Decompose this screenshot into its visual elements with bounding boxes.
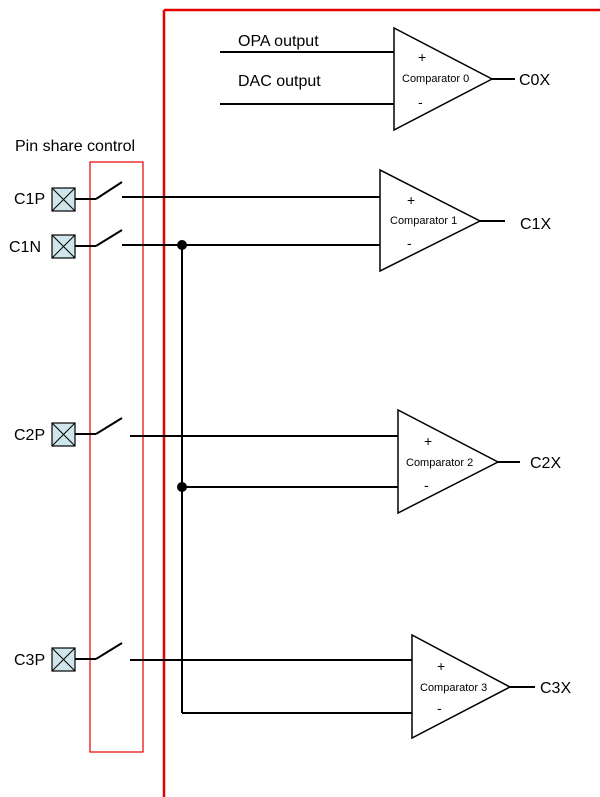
chip-boundary xyxy=(162,8,600,797)
comparator-0-triangle xyxy=(393,26,494,132)
c1p-label: C1P xyxy=(14,191,45,208)
c2p-pad-cross xyxy=(51,422,76,447)
comparator-2: + Comparator 2 - C2X xyxy=(397,408,561,515)
c1x-label: C1X xyxy=(520,216,551,233)
comparator-0-label: Comparator 0 xyxy=(402,73,469,85)
c2x-label: C2X xyxy=(530,455,561,472)
pin-c3p: C3P xyxy=(14,642,123,672)
comparator-2-triangle xyxy=(397,408,500,515)
comparator-1-label: Comparator 1 xyxy=(390,215,457,227)
c1n-label: C1N xyxy=(9,239,41,256)
c1n-switch xyxy=(95,229,123,247)
c1-minus-sign: - xyxy=(407,235,412,251)
c0-minus-sign: - xyxy=(418,94,423,110)
c3-minus-sign: - xyxy=(437,700,442,716)
c1-plus-sign: + xyxy=(407,192,415,208)
c3-plus-sign: + xyxy=(437,658,445,674)
pin-c1p: C1P xyxy=(14,181,123,212)
dac-output-label: DAC output xyxy=(238,73,321,90)
comparator-1: + Comparator 1 - C1X xyxy=(379,168,551,273)
c3p-pad-cross xyxy=(51,647,76,672)
comparator-2-label: Comparator 2 xyxy=(406,457,473,469)
pin-c1n: C1N xyxy=(9,229,123,259)
pin-share-control-box xyxy=(89,161,144,753)
c1p-switch xyxy=(95,181,123,200)
pin-c2p: C2P xyxy=(14,417,123,447)
c3x-label: C3X xyxy=(540,680,571,697)
opa-output-label: OPA output xyxy=(238,33,319,50)
c3p-label: C3P xyxy=(14,652,45,669)
comparator-3-triangle xyxy=(411,633,512,740)
c2-plus-sign: + xyxy=(424,433,432,449)
bus-junction-dot xyxy=(177,240,187,250)
comparator-1-triangle xyxy=(379,168,482,273)
c2-minus-sign: - xyxy=(424,477,429,493)
comparator-3: + Comparator 3 - C3X xyxy=(411,633,571,740)
c1p-pad-cross xyxy=(51,187,76,212)
c1n-pad-cross xyxy=(51,234,76,259)
comparator-0: OPA output DAC output + Comparator 0 - C… xyxy=(220,26,550,132)
c2p-label: C2P xyxy=(14,427,45,444)
c2p-switch xyxy=(95,417,123,435)
pin-share-control-label: Pin share control xyxy=(15,138,135,155)
c0x-label: C0X xyxy=(519,72,550,89)
comparator-3-label: Comparator 3 xyxy=(420,682,487,694)
c0-plus-sign: + xyxy=(418,49,426,65)
c3p-switch xyxy=(95,642,123,660)
